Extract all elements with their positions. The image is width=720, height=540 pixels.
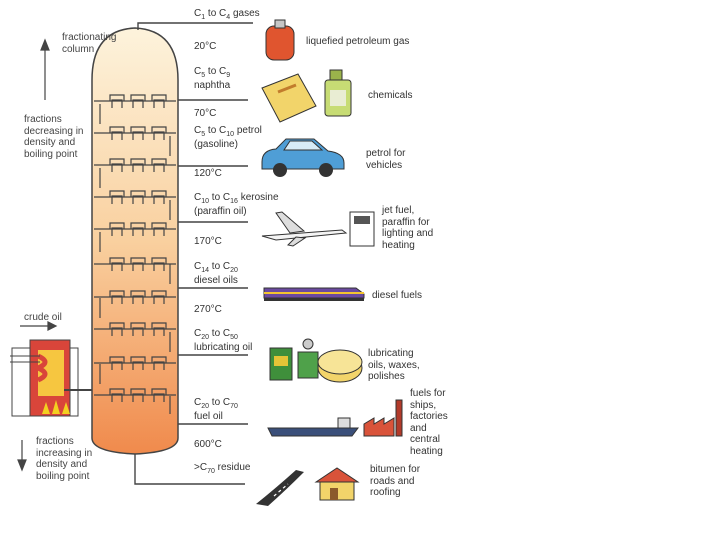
fraction-label: C10 to C16 kerosine (paraffin oil) xyxy=(194,192,279,218)
use-label: petrol for vehicles xyxy=(366,148,406,171)
polish-tin-icon xyxy=(317,349,363,383)
fraction-label: C14 to C20 diesel oils xyxy=(194,261,238,287)
road-icon xyxy=(256,470,304,506)
temperature-4: 170°C xyxy=(194,236,222,247)
ship-icon xyxy=(267,417,359,437)
heater-icon xyxy=(349,211,375,247)
use-label: fuels for ships, factories and central h… xyxy=(410,388,448,457)
chemical-bottle-icon xyxy=(324,69,352,117)
increasing-label: fractions increasing in density and boil… xyxy=(36,436,93,482)
use-label: lubricating oils, waxes, polishes xyxy=(368,348,420,382)
bubble-cap-trays xyxy=(93,94,177,414)
column-label: fractionating column xyxy=(62,32,117,55)
house-icon xyxy=(314,467,360,501)
fraction-label: C1 to C4 gases xyxy=(194,8,260,21)
crude-oil-label: crude oil xyxy=(24,312,62,323)
furnace xyxy=(10,339,92,417)
fraction-label: C5 to C9 naphtha xyxy=(194,66,231,92)
gas-cylinder-icon xyxy=(265,19,295,61)
density-arrows xyxy=(17,38,58,472)
fractionating-column xyxy=(91,27,179,455)
outlet-pipes xyxy=(134,22,253,485)
use-label: diesel fuels xyxy=(372,290,423,301)
oil-can-icon xyxy=(269,338,319,381)
temperature-6: 600°C xyxy=(194,439,222,450)
use-label: chemicals xyxy=(368,90,413,101)
chemical-bag-icon xyxy=(261,73,317,123)
use-label: jet fuel, paraffin for lighting and heat… xyxy=(382,205,434,251)
fraction-label: C5 to C10 petrol (gasoline) xyxy=(194,125,262,151)
train-icon xyxy=(263,287,365,301)
temperature-3: 120°C xyxy=(194,168,222,179)
aeroplane-icon xyxy=(261,211,348,247)
factory-icon xyxy=(363,399,403,437)
temperature-1: 20°C xyxy=(194,41,217,52)
decreasing-label: fractions decreasing in density and boil… xyxy=(24,114,84,160)
car-icon xyxy=(261,138,345,177)
fraction-label: C20 to C50 lubricating oil xyxy=(194,328,253,354)
use-label: bitumen for roads and roofing xyxy=(370,464,421,498)
temperature-5: 270°C xyxy=(194,304,222,315)
fraction-label: >C70 residue xyxy=(194,462,251,475)
flame-icon xyxy=(42,402,50,414)
flame-icon xyxy=(62,402,70,414)
use-label: liquefied petroleum gas xyxy=(306,36,410,47)
fraction-label: C20 to C70 fuel oil xyxy=(194,397,238,423)
flame-icon xyxy=(52,400,60,414)
temperature-2: 70°C xyxy=(194,108,217,119)
